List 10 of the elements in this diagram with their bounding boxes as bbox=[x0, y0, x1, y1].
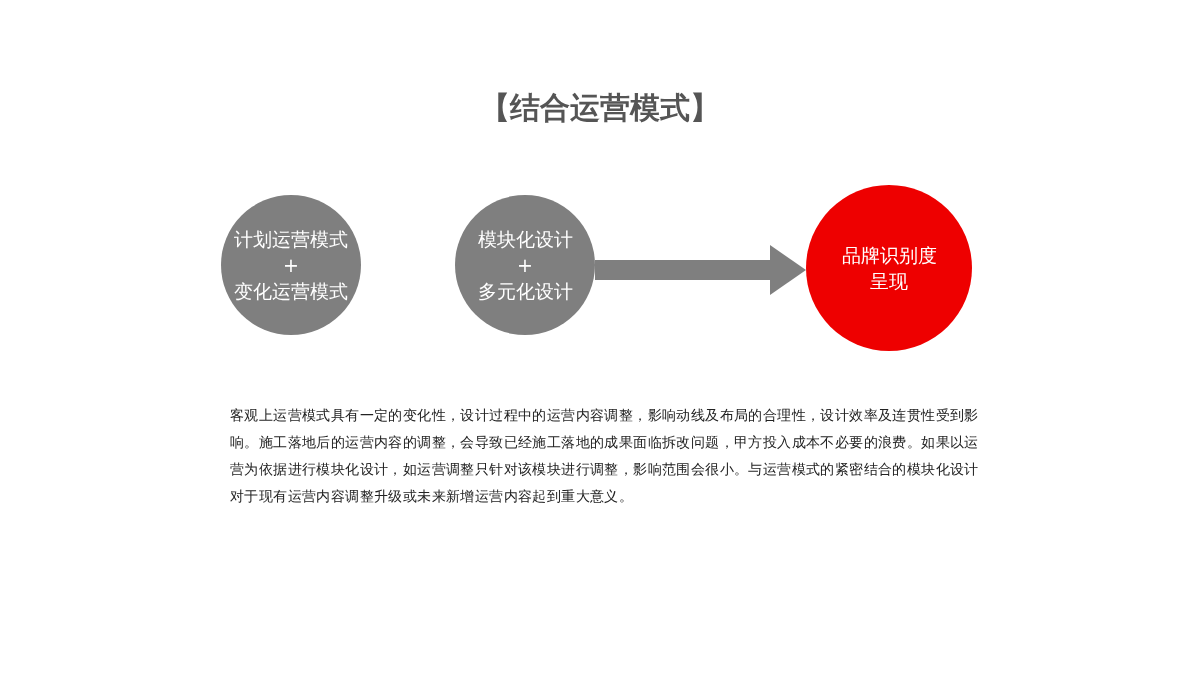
node-text: + bbox=[283, 253, 299, 278]
node-text: 多元化设计 bbox=[477, 279, 573, 304]
block-arrow bbox=[595, 245, 806, 295]
node-text: 计划运营模式 bbox=[234, 227, 348, 252]
node-text: 品牌识别度呈现 bbox=[840, 243, 938, 294]
node-text: + bbox=[517, 253, 533, 278]
node-text: 变化运营模式 bbox=[234, 279, 348, 304]
title: 【结合运营模式】 bbox=[480, 89, 720, 127]
node-text: 模块化设计 bbox=[477, 227, 573, 252]
paragraph: 客观上运营模式具有一定的变化性，设计过程中的运营内容调整，影响动线及布局的合理性，设计效率及连贯性受到影响。施工落地后的运营内容的调整，会导致已经施工落地的成果面临拆改问题，甲方投入成本不必要的浪费。如果以运营为依据进行模块化设计，如运营调整只针对该模块进行调整，影响范围会很小。与运营模式的紧密结合的模块化设计对于现有运营内容调整升级或未来新增运营内容起到重大意义。 bbox=[230, 406, 980, 506]
